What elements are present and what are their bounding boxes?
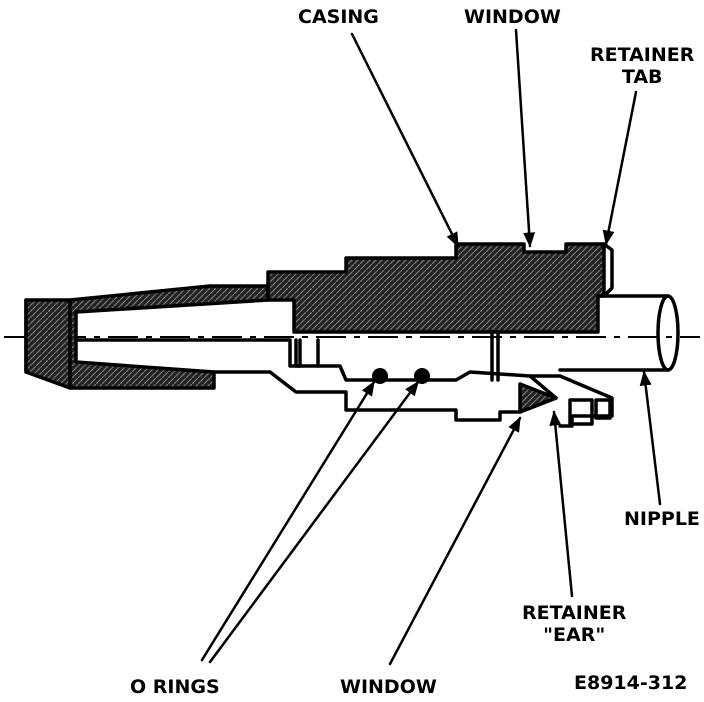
retainer-ear-label: RETAINER "EAR"	[522, 602, 626, 646]
retainer-tab-label: RETAINER TAB	[590, 44, 694, 88]
figure-id-label: E8914-312	[574, 672, 688, 694]
leader-lines	[200, 28, 662, 666]
o-rings-label: O RINGS	[130, 676, 220, 698]
retainer-ear-label-line1: RETAINER	[522, 602, 627, 624]
retainer-tab-label-line1: RETAINER	[590, 44, 695, 66]
nipple-label: NIPPLE	[624, 508, 700, 530]
retainer-tab-label-line2: TAB	[621, 66, 663, 88]
window-top-label: WINDOW	[464, 6, 561, 28]
o-ring-1	[372, 368, 388, 384]
casing	[266, 242, 614, 334]
window-bottom-label: WINDOW	[340, 676, 437, 698]
retainer-ear-label-line2: "EAR"	[543, 624, 606, 646]
connector-body	[74, 332, 614, 428]
o-rings	[372, 368, 430, 384]
hose-body	[24, 284, 270, 390]
casing-label: CASING	[298, 6, 379, 28]
o-ring-2	[414, 368, 430, 384]
